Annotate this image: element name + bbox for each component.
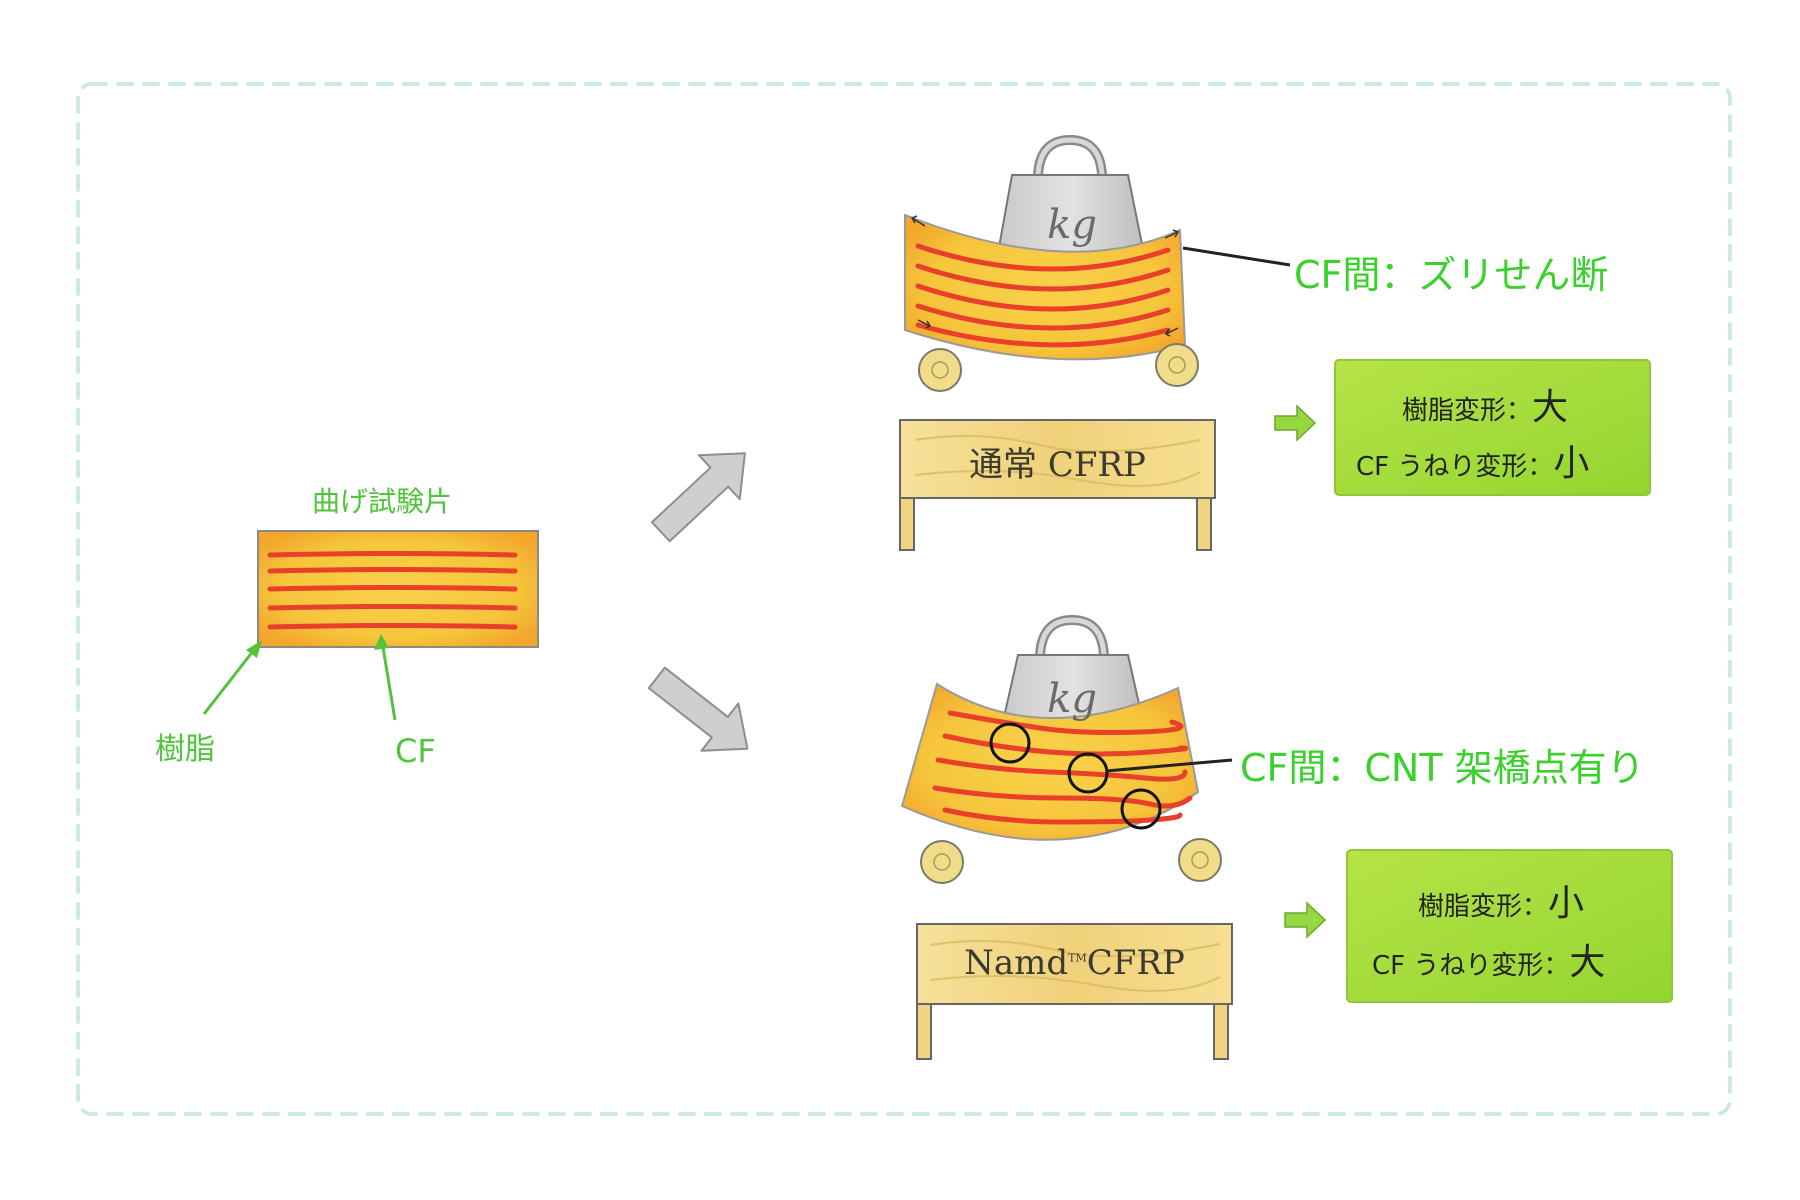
- specimen-fibers: [267, 551, 518, 630]
- fiber-line: [267, 604, 518, 611]
- dashed-frame: [76, 82, 1732, 1116]
- fiber-line: [267, 585, 518, 592]
- bottom-sign-label: NamdTMCFRP: [917, 943, 1232, 983]
- top-callout-line: [1182, 246, 1291, 267]
- green-arrow-icon: [1274, 404, 1317, 442]
- crosslink-circle: [989, 722, 1031, 764]
- bottom-result-line1: 樹脂変形：小: [1418, 874, 1584, 926]
- bottom-result-box: [1346, 849, 1673, 1003]
- roller-icon: [1191, 851, 1209, 869]
- bottom-result-line2: CF うねり変形：大: [1372, 933, 1605, 985]
- fiber-line: [267, 623, 518, 630]
- fiber-line: [942, 807, 1183, 825]
- top-result-line2: CF うねり変形：小: [1356, 434, 1589, 486]
- fiber-line: [267, 567, 518, 574]
- roller-icon: [1168, 356, 1186, 374]
- bottom-wood-stand: [916, 923, 1233, 1060]
- crosslink-circle: [1120, 788, 1162, 830]
- resin-pointer-arrow: [202, 640, 262, 715]
- specimen-diagram: [202, 530, 539, 721]
- fiber-line: [915, 263, 1171, 292]
- gray-arrow-down-icon: [647, 666, 749, 752]
- weight-label: kg: [1047, 676, 1097, 722]
- crosslink-circle: [1067, 752, 1109, 794]
- bottom-rollers: [920, 838, 1222, 884]
- result-value: 大: [1569, 942, 1606, 983]
- fiber-line: [915, 322, 1171, 348]
- top-specimen-fibers: [915, 243, 1171, 348]
- result-value: 大: [1532, 387, 1569, 428]
- top-scene: [899, 134, 1651, 551]
- sign-suffix: CFRP: [1086, 943, 1185, 983]
- resin-label: 樹脂: [155, 732, 215, 767]
- top-result-box: [1334, 359, 1651, 496]
- result-label: CF うねり変形：: [1356, 452, 1554, 482]
- green-arrow-icon: [1284, 901, 1327, 939]
- result-value: 小: [1548, 883, 1585, 924]
- bottom-callout-text: CF間：CNT 架橋点有り: [1240, 746, 1645, 790]
- roller-icon: [933, 853, 951, 871]
- fiber-line: [932, 785, 1193, 809]
- top-callout-text: CF間：ズリせん断: [1294, 253, 1609, 297]
- roller-icon: [931, 361, 949, 379]
- roller-icon: [920, 840, 964, 884]
- cf-pointer-arrow: [374, 634, 397, 721]
- weight-label: kg: [1047, 202, 1097, 248]
- fiber-line: [915, 243, 1171, 272]
- sign-brand: Namd: [964, 943, 1069, 983]
- result-label: CF うねり変形：: [1372, 951, 1570, 981]
- roller-icon: [1155, 343, 1199, 387]
- bottom-scene: [900, 614, 1673, 1060]
- gray-arrow-up-icon: [650, 452, 746, 543]
- top-sign-label: 通常 CFRP: [969, 445, 1146, 485]
- top-rollers: [918, 343, 1199, 392]
- top-result-line1: 樹脂変形：大: [1402, 378, 1568, 430]
- cf-label: CF: [395, 732, 436, 770]
- roller-icon: [1178, 838, 1222, 882]
- cnt-crosslink-markers: [989, 722, 1162, 830]
- fiber-line: [267, 551, 518, 558]
- fiber-line: [947, 710, 1184, 735]
- trademark-mark: TM: [1068, 951, 1087, 965]
- fiber-line: [915, 283, 1171, 312]
- result-label: 樹脂変形：: [1402, 396, 1533, 426]
- fiber-line: [935, 757, 1188, 782]
- specimen-title: 曲げ試験片: [312, 485, 453, 518]
- fiber-line: [915, 303, 1171, 331]
- bottom-callout-line: [1105, 758, 1233, 773]
- result-label: 樹脂変形：: [1418, 892, 1549, 922]
- shear-arrows: [910, 215, 1180, 337]
- result-value: 小: [1553, 443, 1590, 484]
- roller-icon: [918, 348, 962, 392]
- top-wood-stand: [899, 419, 1216, 551]
- bottom-specimen-fibers: [932, 710, 1193, 825]
